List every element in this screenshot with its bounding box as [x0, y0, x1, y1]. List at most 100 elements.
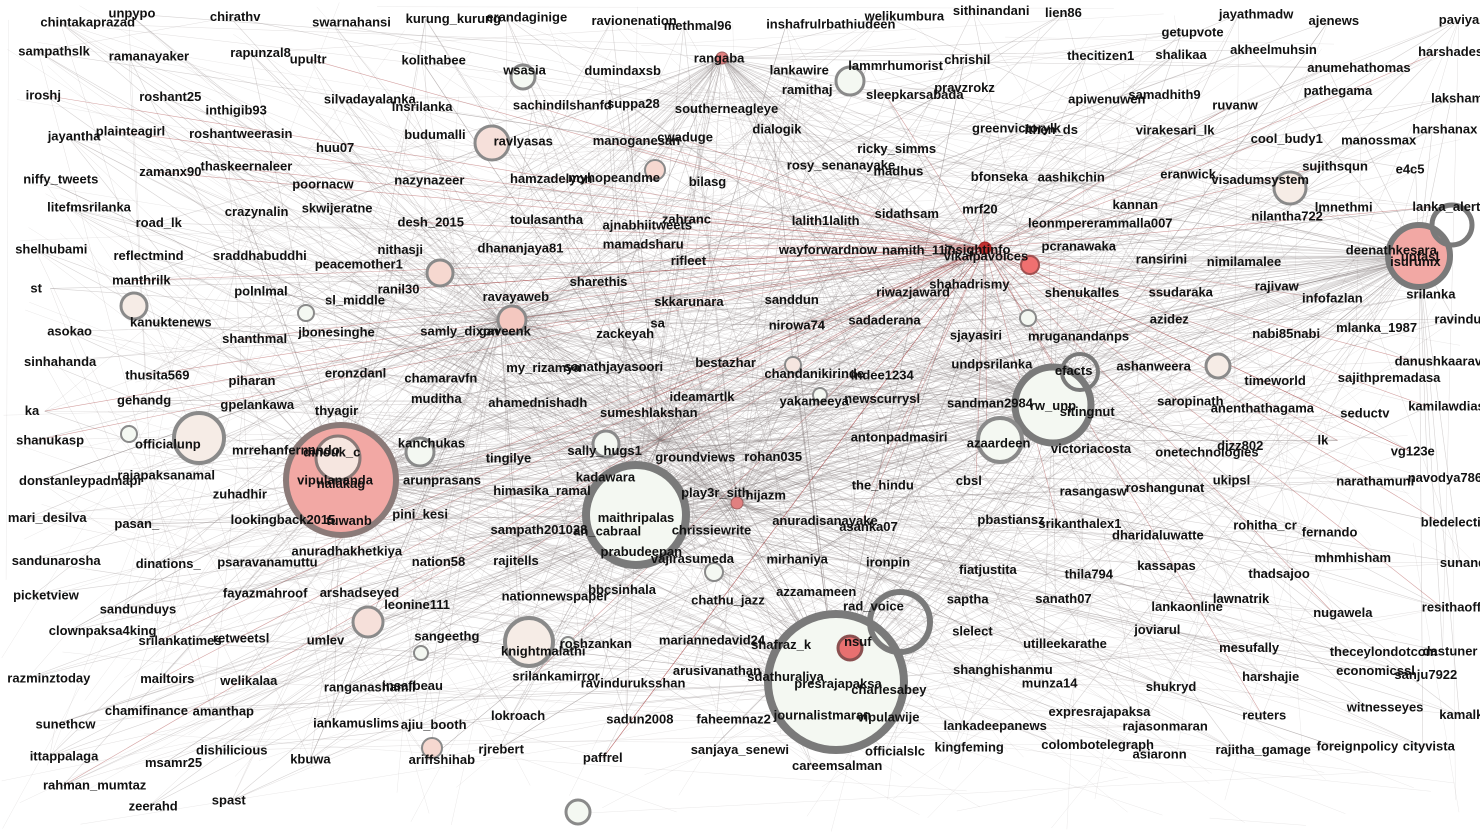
node-anenthathagama[interactable]: [591, 429, 621, 459]
node-label-mlanka-1987[interactable]: mlanka_1987: [1336, 320, 1417, 335]
node-label-huu07[interactable]: huu07: [316, 140, 354, 155]
node-label-fayazmahroof[interactable]: fayazmahroof: [223, 586, 308, 601]
node-label-undpsrilanka[interactable]: undpsrilanka: [951, 357, 1033, 372]
node-label-lokroach[interactable]: lokroach: [491, 708, 545, 723]
node-label-pbastiansz[interactable]: pbastiansz: [977, 512, 1045, 527]
node-label-cool-budy1[interactable]: cool_budy1: [1251, 131, 1323, 146]
node-label-sharethis[interactable]: sharethis: [570, 274, 628, 289]
node-label-arusivanathan[interactable]: arusivanathan: [673, 663, 761, 678]
node-label-swarnahansi[interactable]: swarnahansi: [312, 14, 391, 29]
node-sunandadesh[interactable]: [351, 605, 385, 639]
node-label-ramithaj[interactable]: ramithaj: [782, 82, 833, 97]
node-label-polnlmal[interactable]: polnlmal: [234, 283, 287, 298]
node-label-dumindaxsb[interactable]: dumindaxsb: [584, 63, 661, 78]
node-label-myhopeandme[interactable]: myhopeandme: [568, 170, 660, 185]
node-label-visadumsystem[interactable]: visadumsystem: [1211, 172, 1309, 187]
node-label-donstanleypadmapr[interactable]: donstanleypadmapr: [19, 473, 143, 488]
node-label-sally-hugs1[interactable]: sally_hugs1: [567, 443, 641, 458]
node-label-kanuktenews[interactable]: kanuktenews: [130, 315, 212, 330]
node-label-suppa28[interactable]: suppa28: [607, 96, 660, 111]
node-label-iankamuslims[interactable]: iankamuslims: [313, 715, 399, 730]
node-label-harshadesilvamp[interactable]: harshadesilvamp: [1418, 44, 1480, 59]
node-label-razminztoday[interactable]: razminztoday: [7, 671, 91, 686]
hub-label-insightinfo[interactable]: insightinfo: [944, 242, 1010, 257]
node-label-sl-middle[interactable]: sl_middle: [325, 293, 385, 308]
node-label-gpelankawa[interactable]: gpelankawa: [220, 397, 294, 412]
node-label-kamalk[interactable]: kamalk: [1439, 707, 1480, 722]
node-label-colombotelegraph[interactable]: colombotelegraph: [1041, 737, 1154, 752]
node-label-rasangasw[interactable]: rasangasw: [1060, 483, 1128, 498]
node-label-dinouk-c[interactable]: dinouk_c: [303, 444, 360, 459]
node-label-st[interactable]: st: [30, 280, 42, 295]
node-label-psaravanamuttu[interactable]: psaravanamuttu: [217, 554, 317, 569]
node-label-asiaronn[interactable]: asiaronn: [1133, 747, 1187, 762]
node-label-riwazjaward[interactable]: riwazjaward: [876, 284, 950, 299]
node-tingilye[interactable]: [404, 436, 436, 468]
node-label-inshafrulrbathiudeen[interactable]: inshafrulrbathiudeen: [766, 17, 895, 32]
node-label-sunandadesh[interactable]: sunandadesh: [1440, 555, 1480, 570]
node-label-ranganashamil[interactable]: ranganashamil: [324, 679, 416, 694]
node-label-methmal96[interactable]: methmal96: [664, 18, 732, 33]
node-label-saptha[interactable]: saptha: [947, 592, 990, 607]
node-officialunp[interactable]: [976, 416, 1024, 464]
node-label-roshant25[interactable]: roshant25: [139, 89, 201, 104]
node-label-road-lk[interactable]: road_lk: [136, 215, 183, 230]
node-lankaonline[interactable]: [836, 634, 864, 662]
node-label-kurung-kurung[interactable]: kurung_kurung: [406, 11, 501, 26]
node-label-ariffshihab[interactable]: ariffshihab: [409, 752, 476, 767]
node-label-anenthathagama[interactable]: anenthathagama: [1211, 401, 1315, 416]
node-label-shafraz-k[interactable]: shafraz_k: [751, 637, 812, 652]
node-label-madhus[interactable]: madhus: [874, 163, 924, 178]
node-label-rifleet[interactable]: rifleet: [671, 253, 707, 268]
node-label-himasika-ramal[interactable]: himasika_ramal: [493, 483, 591, 498]
node-label-vikalpavoices[interactable]: vikalpavoices: [944, 249, 1029, 264]
node-label-sumeshlakshan[interactable]: sumeshlakshan: [600, 405, 698, 420]
node-sinhahanda[interactable]: [1204, 352, 1232, 380]
node-label-thaskeernaleer[interactable]: thaskeernaleer: [201, 159, 293, 174]
node-label-bfonseka[interactable]: bfonseka: [971, 169, 1029, 184]
node-label-mhmhisham[interactable]: mhmhisham: [1315, 550, 1392, 565]
node-label-vajirasumeda[interactable]: vajirasumeda: [651, 551, 735, 566]
node-label-chandanikirinde[interactable]: chandanikirinde: [764, 366, 864, 381]
node-label-lawnatrik[interactable]: lawnatrik: [1213, 591, 1270, 606]
node-label-southerneagleye[interactable]: southerneagleye: [675, 101, 778, 116]
node-label-ironpin[interactable]: ironpin: [866, 555, 910, 570]
node-picketview[interactable]: [704, 562, 724, 582]
node-label-thadsajoo[interactable]: thadsajoo: [1248, 566, 1309, 581]
node-label-cwaduge[interactable]: cwaduge: [657, 129, 713, 144]
node-label-samadhith9[interactable]: samadhith9: [1128, 87, 1200, 102]
node-label-desh-2015[interactable]: desh_2015: [398, 214, 465, 229]
node-label-nithasji[interactable]: nithasji: [378, 242, 424, 257]
node-label-theceylondotcom[interactable]: theceylondotcom: [1330, 644, 1438, 659]
node-label-rjrebert[interactable]: rjrebert: [478, 742, 524, 757]
node-label-kingfeming[interactable]: kingfeming: [935, 740, 1004, 755]
node-label-spast[interactable]: spast: [212, 792, 247, 807]
node-label-munza14[interactable]: munza14: [1022, 675, 1078, 690]
node-label-kassapas[interactable]: kassapas: [1137, 558, 1196, 573]
node-label-faheemnaz2[interactable]: faheemnaz2: [696, 711, 770, 726]
node-label-crazynalin[interactable]: crazynalin: [225, 204, 289, 219]
hub-label-upfasl[interactable]: upfasl: [1401, 249, 1439, 264]
node-label-prabudeepan[interactable]: prabudeepan: [601, 544, 683, 559]
node-label-inthigib93[interactable]: inthigib93: [206, 102, 267, 117]
node-label-utilleekarathe[interactable]: utilleekarathe: [1023, 636, 1107, 651]
node-label-plainteagirl[interactable]: plainteagirl: [96, 123, 165, 138]
node-sanath07[interactable]: [413, 645, 429, 661]
node-label-skwijeratne[interactable]: skwijeratne: [302, 201, 373, 216]
node-label-kamilawdias[interactable]: kamilawdias: [1408, 399, 1480, 414]
node-colombotelegraph[interactable]: [564, 798, 592, 826]
node-umlev[interactable]: [560, 636, 576, 652]
node-label-reflectmind[interactable]: reflectmind: [114, 248, 184, 263]
node-chrishil[interactable]: [715, 51, 729, 65]
node-label-picketview[interactable]: picketview: [13, 587, 80, 602]
node-label-lk[interactable]: lk: [1318, 432, 1330, 447]
node-label-niffy-tweets[interactable]: niffy_tweets: [23, 172, 98, 187]
node-label-apiwenuwen[interactable]: apiwenuwen: [1068, 92, 1145, 107]
node-azzamameen[interactable]: [503, 616, 555, 668]
node-label-zackeyah[interactable]: zackeyah: [596, 326, 654, 341]
node-label-srikanthalex1[interactable]: srikanthalex1: [1038, 516, 1121, 531]
node-label-sanju7922[interactable]: sanju7922: [1394, 667, 1457, 682]
node-label-rajitells[interactable]: rajitells: [493, 553, 539, 568]
node-label-harshanax[interactable]: harshanax: [1412, 121, 1478, 136]
node-label-lankaonline[interactable]: lankaonline: [1151, 599, 1223, 614]
